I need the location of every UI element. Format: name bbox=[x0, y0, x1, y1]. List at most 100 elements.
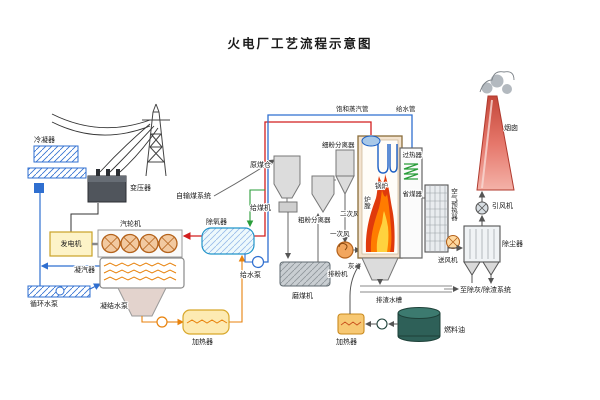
extraction-pipe bbox=[246, 189, 265, 228]
steam-drum bbox=[361, 135, 381, 147]
power-lines-left bbox=[51, 113, 151, 136]
power-transmission: 变压器 bbox=[51, 103, 170, 203]
circ-water-in bbox=[89, 283, 102, 290]
boiler-group: 炉膛 锅炉 过热器 省煤器 bbox=[357, 135, 425, 259]
label-furnace: 炉膛 bbox=[363, 195, 371, 211]
label-condenser: 凝汽器 bbox=[74, 265, 95, 274]
oil-pump-icon bbox=[376, 318, 388, 330]
fan-spiral bbox=[338, 242, 348, 251]
deaerator-group: 除氧器 给水泵 bbox=[201, 216, 265, 280]
power-lines-down bbox=[99, 123, 159, 173]
hotwell bbox=[117, 287, 167, 317]
page-title: 火电厂工艺流程示意图 bbox=[227, 36, 372, 51]
smoke-puff bbox=[502, 84, 512, 94]
label-fuel-oil: 燃料油 bbox=[444, 325, 465, 334]
flame-core bbox=[376, 211, 389, 252]
cooling-water-source: 冷凝器 循环水泵 bbox=[27, 134, 102, 309]
esp-ash-drop bbox=[471, 275, 491, 283]
fd-fan-blades bbox=[448, 237, 458, 247]
label-sat-steam-pipe: 饱和蒸汽管 bbox=[336, 104, 369, 113]
label-from-coal-system: 自输煤系统 bbox=[176, 191, 211, 200]
superheater-tubes bbox=[377, 144, 398, 174]
label-condensate-pump: 凝结水泵 bbox=[100, 301, 128, 310]
label-id-fan: 引风机 bbox=[492, 201, 513, 210]
coal-system: 自输煤系统 原煤仓 给煤机 磨煤机 bbox=[175, 155, 331, 301]
turbine-generator: 发电机 汽轮机 bbox=[49, 203, 183, 258]
oil-heater-coil bbox=[340, 321, 362, 326]
label-cooling-pond: 冷凝器 bbox=[34, 135, 55, 144]
label-chimney: 烟囱 bbox=[504, 123, 518, 132]
label-boiler: 锅炉 bbox=[375, 181, 389, 190]
slag-trough-rails bbox=[360, 285, 452, 293]
feedwater-pipe bbox=[263, 114, 416, 263]
fine-separator-cone bbox=[335, 175, 355, 196]
label-coal-mill: 磨煤机 bbox=[292, 291, 313, 300]
esp-plates bbox=[469, 229, 495, 259]
transformer-top bbox=[88, 176, 126, 182]
label-exhaust-fan: 排粉机 bbox=[328, 269, 348, 278]
label-circulating-pump: 循环水泵 bbox=[30, 299, 58, 308]
chimney-shape bbox=[476, 95, 515, 191]
label-to-ash-system: 至除灰/除渣系统 bbox=[460, 285, 511, 294]
cooling-pond-box bbox=[33, 145, 79, 163]
label-lp-heater: 加热器 bbox=[192, 337, 213, 346]
feed-pump-icon bbox=[251, 255, 265, 269]
condenser-group: 凝汽器 凝结水泵 bbox=[73, 257, 185, 328]
label-air-preheater: 空气预热器 bbox=[450, 187, 458, 222]
generator-leads bbox=[70, 203, 99, 232]
coarse-separator-shape bbox=[311, 175, 335, 213]
smoke-puff bbox=[481, 82, 493, 94]
condensate-pump-icon bbox=[156, 316, 168, 328]
water-channel-top bbox=[27, 167, 87, 179]
esp-group: 除尘器 bbox=[463, 214, 524, 283]
label-dust-collector: 除尘器 bbox=[502, 239, 523, 248]
label-feedwater-pipe: 给水管 bbox=[396, 104, 416, 113]
raw-coal-bunker-shape bbox=[273, 155, 301, 199]
condensate-line-1 bbox=[141, 316, 157, 323]
chimney-highlight bbox=[481, 99, 493, 189]
condenser-shell bbox=[99, 257, 185, 289]
condenser-tubes bbox=[103, 262, 177, 281]
id-fan-blades bbox=[477, 203, 487, 213]
fine-separator-body bbox=[335, 149, 355, 177]
ash-hopper-shape bbox=[361, 257, 399, 281]
label-generator: 发电机 bbox=[61, 239, 82, 248]
turbine-blades bbox=[104, 237, 175, 250]
fuel-oil-group: 燃料油 加热器 bbox=[335, 263, 466, 347]
label-superheater: 过热器 bbox=[403, 150, 423, 159]
esp-hopper bbox=[482, 261, 500, 276]
condensate-line-3 bbox=[229, 254, 246, 323]
bushing-icon bbox=[116, 169, 120, 176]
smoke-lines bbox=[479, 71, 515, 93]
label-transformer: 变压器 bbox=[130, 183, 151, 192]
coal-mill-hatch bbox=[280, 262, 330, 286]
air-preheater-shape bbox=[424, 184, 449, 253]
coal-feeder-box bbox=[278, 201, 298, 213]
label-raw-coal-bunker: 原煤仓 bbox=[250, 160, 271, 169]
oil-tank-top bbox=[397, 307, 441, 319]
label-secondary-air: 二次风 bbox=[340, 209, 360, 218]
coal-feed-arrow bbox=[213, 159, 275, 197]
chimney-group: 引风机 烟囱 bbox=[475, 71, 519, 215]
label-deaerator: 除氧器 bbox=[206, 217, 227, 226]
esp-hopper bbox=[463, 261, 481, 276]
circulating-pump-icon bbox=[55, 286, 65, 296]
ash-group: 灰斗 排渣水槽 至除灰/除渣系统 bbox=[347, 257, 512, 305]
lp-heater-group: 加热器 bbox=[182, 254, 246, 347]
oil-line-to-furnace bbox=[349, 263, 361, 314]
deaerator-hatch bbox=[202, 228, 254, 254]
deaerator-outlet bbox=[244, 254, 252, 263]
label-coarse-separator: 粗粉分离器 bbox=[298, 215, 331, 224]
backpass bbox=[399, 147, 423, 259]
label-fd-fan: 送风机 bbox=[438, 255, 458, 264]
label-oil-heater: 加热器 bbox=[336, 337, 357, 346]
preheater-lattice bbox=[425, 185, 448, 252]
bushing-icon bbox=[96, 169, 100, 176]
label-feed-pump: 给水泵 bbox=[240, 270, 261, 279]
air-preheater-group: 空气预热器 送风机 bbox=[424, 184, 464, 265]
label-coal-feeder: 给煤机 bbox=[250, 203, 271, 212]
lp-heater-coil bbox=[186, 319, 228, 324]
label-slag-trough: 排渣水槽 bbox=[376, 295, 403, 304]
